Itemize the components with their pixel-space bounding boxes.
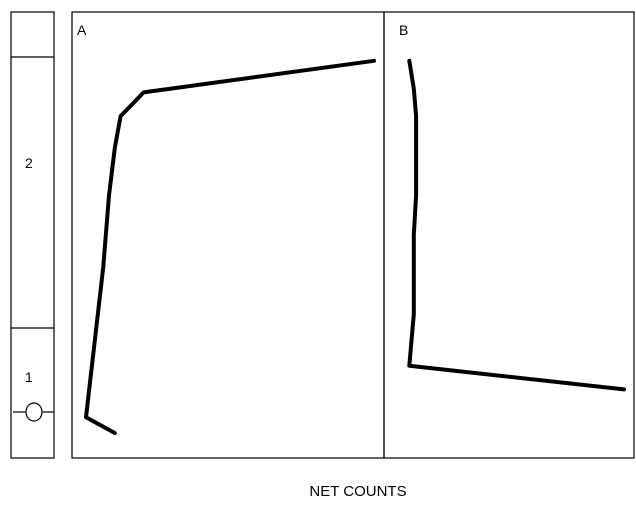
zone-label-2: 2: [25, 155, 33, 171]
panel-b-label: B: [399, 22, 408, 38]
panel-b-series-line: [407, 58, 626, 392]
x-axis-title: NET COUNTS: [309, 483, 406, 500]
stratigraphic-column: 2 1: [10, 11, 55, 459]
panel-b: B: [383, 11, 635, 459]
panel-b-frame: [383, 11, 635, 459]
circle-symbol: [25, 402, 43, 422]
panel-a-label: A: [77, 22, 87, 38]
column-frame: [10, 11, 55, 459]
zone-label-1: 1: [25, 369, 33, 385]
panel-a: A: [71, 11, 385, 459]
panel-a-series-line: [84, 58, 376, 435]
